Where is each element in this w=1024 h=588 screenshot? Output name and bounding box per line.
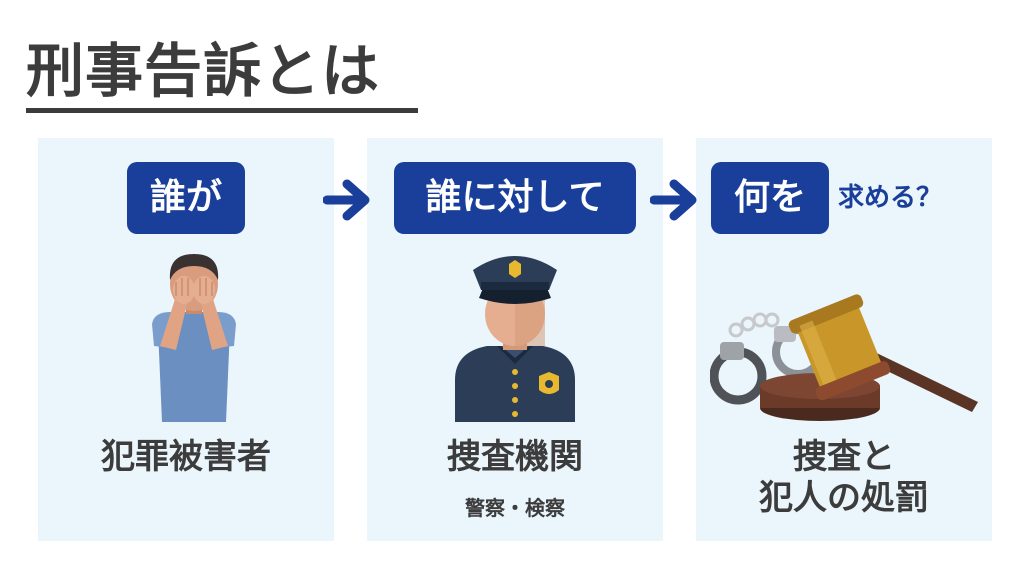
tag-what-suffix: 求める？: [838, 183, 943, 213]
tag-to-whom: 誰に対して: [394, 162, 636, 234]
label-investigator: 捜査機関: [447, 437, 583, 477]
sublabel-investigator: 警察・検察: [465, 496, 565, 520]
label-request-line2: 犯人の処罰: [759, 477, 929, 518]
page-title: 刑事告訴とは: [26, 37, 381, 105]
tag-who: 誰が: [127, 162, 245, 234]
arrow-right-icon: [650, 179, 697, 221]
title-underline: [26, 108, 418, 113]
label-victim: 犯罪被害者: [101, 437, 271, 477]
label-request-line1: 捜査と: [793, 437, 895, 477]
tag-what: 何を: [711, 162, 829, 234]
label-request: 捜査と 犯人の処罰: [696, 437, 992, 519]
gavel-handcuffs-icon: [710, 294, 978, 421]
police-officer-icon: [455, 256, 575, 422]
arrow-right-icon: [323, 179, 370, 221]
crying-person-icon: [152, 254, 236, 422]
